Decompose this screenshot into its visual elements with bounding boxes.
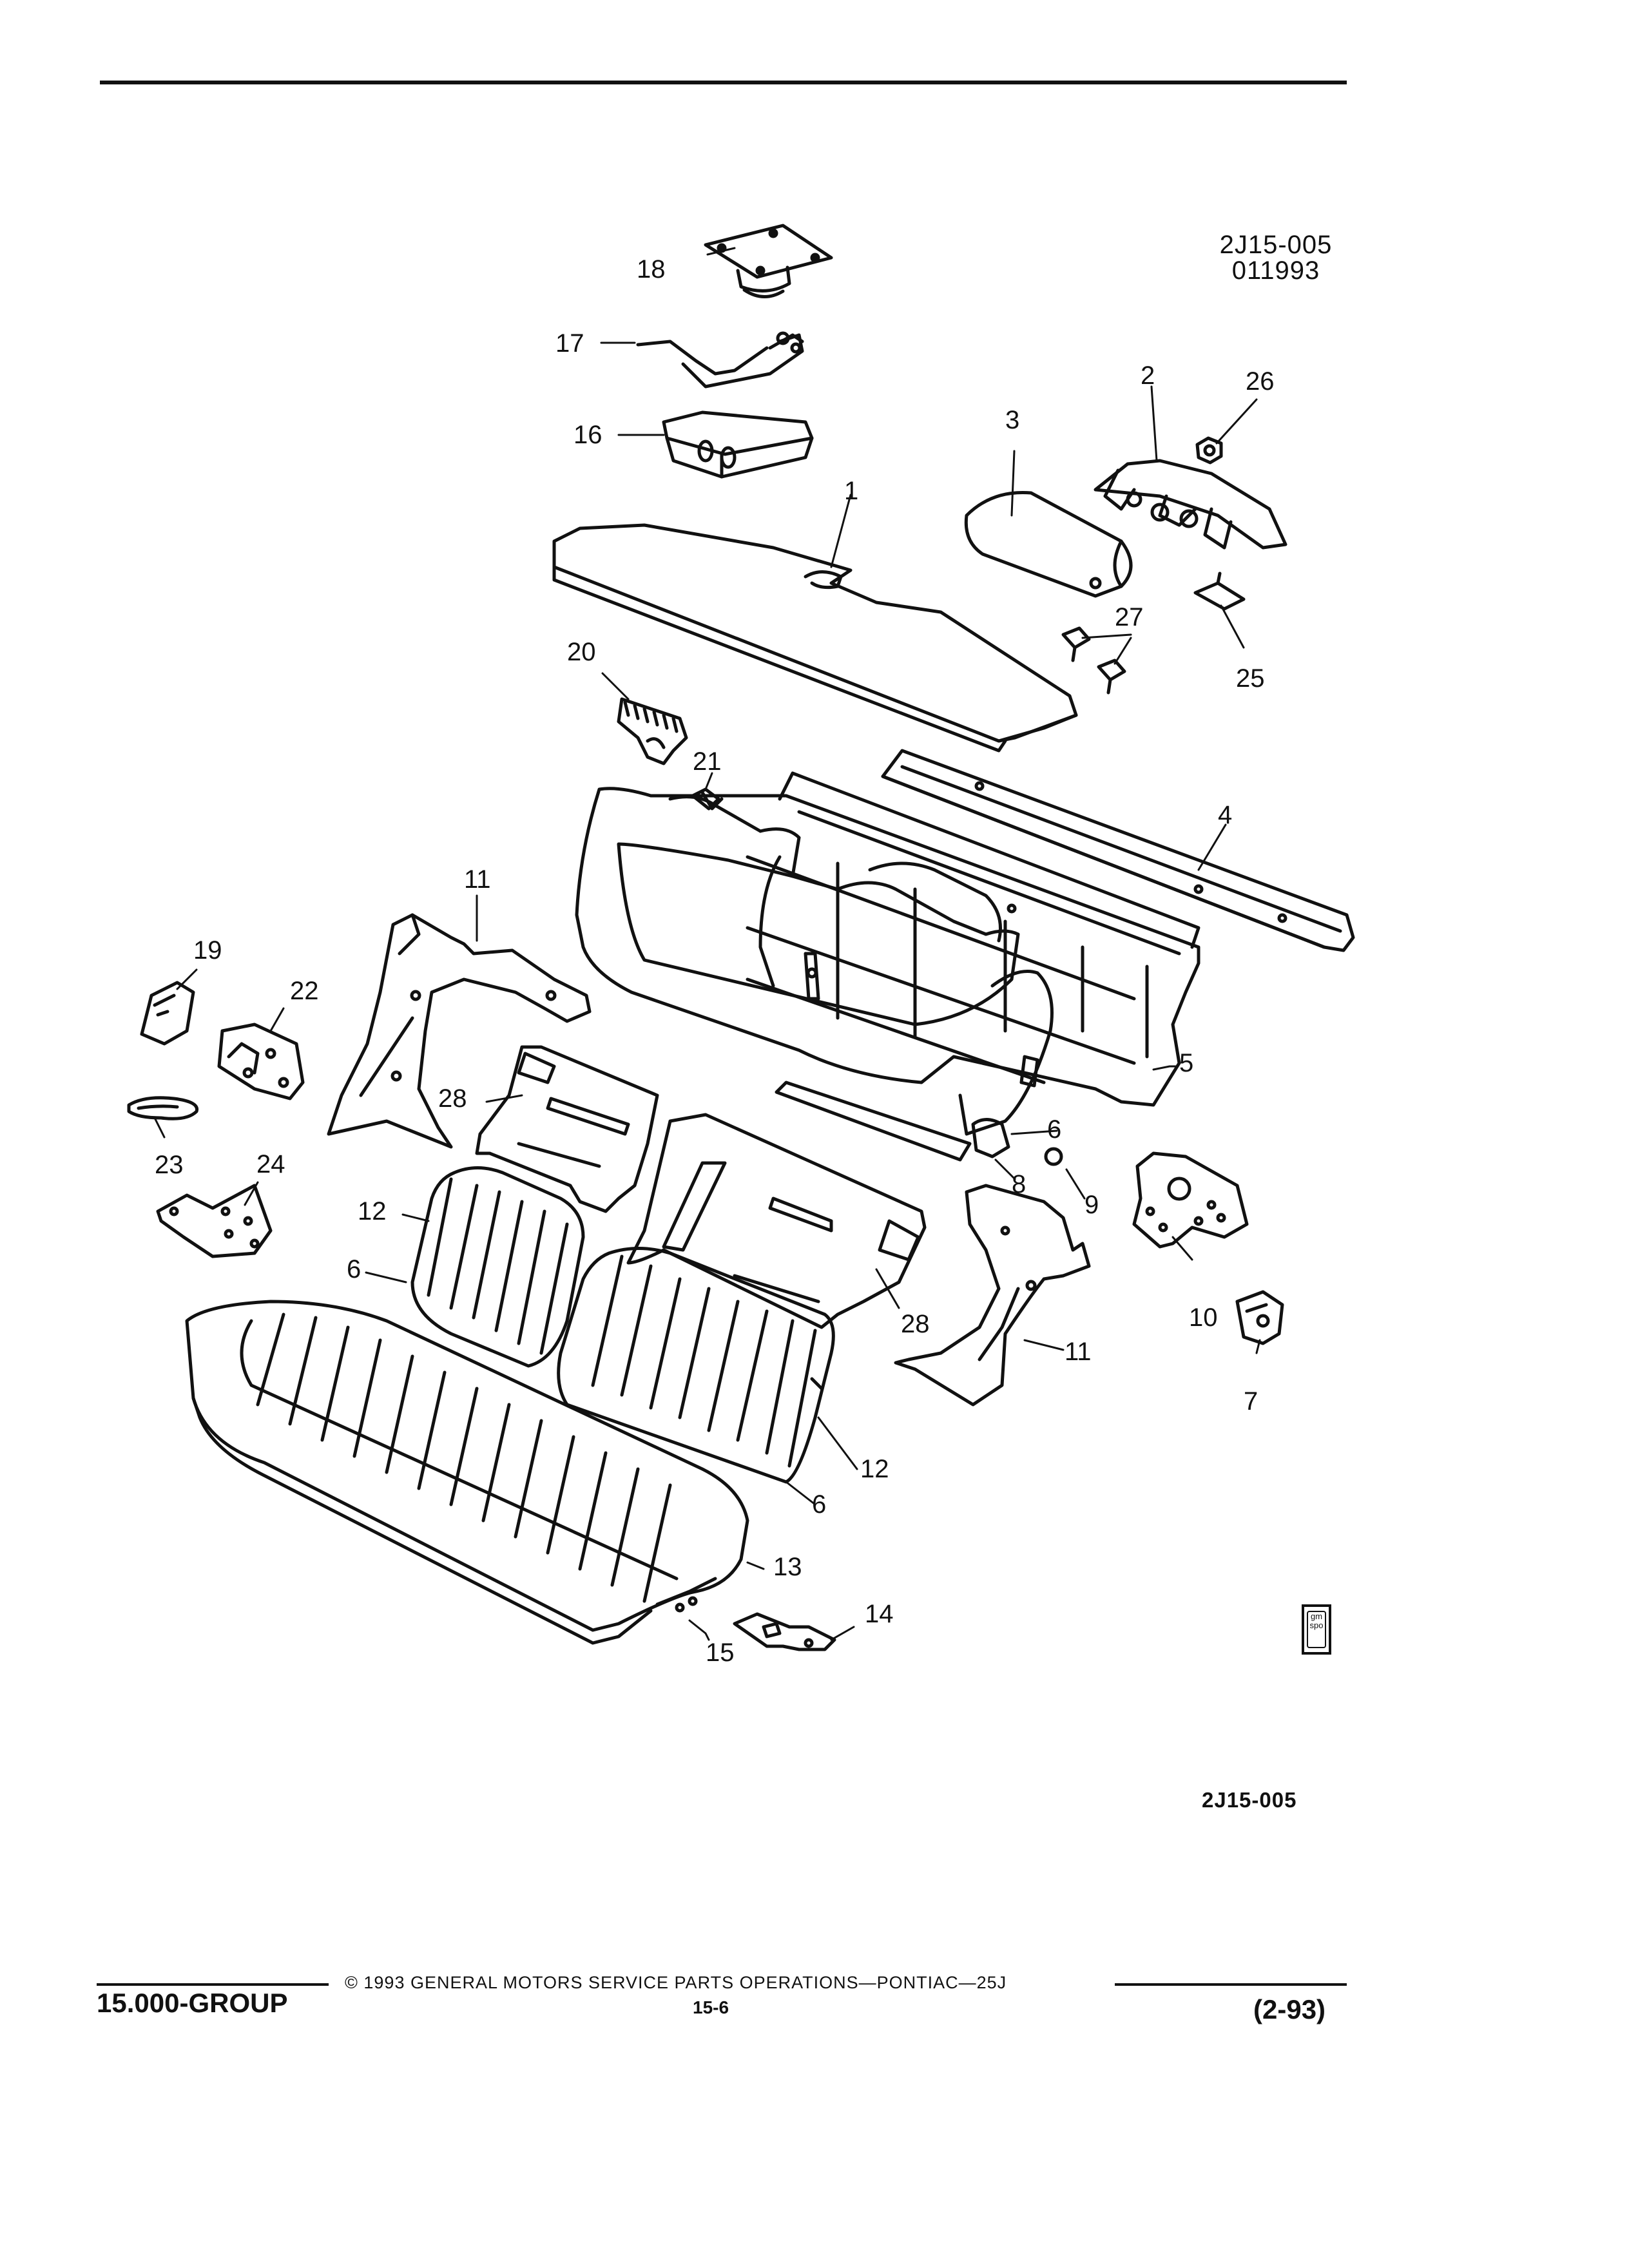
footer-page-number: 15-6 <box>693 1997 729 2017</box>
footer-rule-right <box>1115 1983 1347 1986</box>
part-21-clip <box>691 787 720 811</box>
callout-27: 27 <box>1115 603 1144 631</box>
figure-reference-code: 2J15-005 <box>1219 231 1333 259</box>
callout-2: 2 <box>1141 361 1155 390</box>
part-11-left-side-trim <box>327 913 592 1149</box>
part-10-buckle-cover <box>1235 1290 1284 1345</box>
part-13-seat-cushion <box>185 1300 749 1645</box>
callout-25: 25 <box>1236 664 1265 693</box>
callout-15: 15 <box>706 1639 735 1667</box>
callout-21: 21 <box>693 747 722 776</box>
part-11-right-side-trim <box>894 1184 1091 1407</box>
part-6-left-seat-back-cushion <box>410 1166 585 1368</box>
part-6-right-seat-back-cushion <box>557 1247 835 1484</box>
part-26-nut <box>1195 436 1223 465</box>
part-6-center-armrest <box>775 1081 1063 1166</box>
part-28-right-seat-back-panel <box>626 1113 927 1329</box>
callout-8: 9 <box>1084 1191 1099 1219</box>
part-9-hinge <box>1132 1151 1249 1249</box>
callout-7: 8 <box>1012 1170 1027 1198</box>
part-19-latch <box>217 1023 305 1100</box>
part-18-latch-cover <box>140 981 195 1046</box>
callout-4: 4 <box>1218 801 1233 829</box>
part-2-bezel <box>1094 459 1287 550</box>
callout-6-left: 6 <box>347 1255 361 1283</box>
footer-revision-date: (2-93) <box>1253 1994 1326 2024</box>
gmspo-badge: gm spo <box>1302 1604 1331 1655</box>
gmspo-badge-top-text: gm <box>1310 1611 1323 1621</box>
callout-13: 13 <box>773 1553 802 1581</box>
callout-24: 18 <box>637 255 666 284</box>
part-23-bracket <box>636 331 804 389</box>
part-4-rail <box>881 749 1355 952</box>
callout-17: 23 <box>155 1151 184 1179</box>
callout-22: 16 <box>574 421 602 449</box>
part-1-package-shelf <box>552 523 1078 753</box>
part-25-clip <box>1193 572 1246 611</box>
part-20-bracket <box>617 697 688 765</box>
callout-20: 20 <box>567 638 596 666</box>
figure-bottom-code: 2J15-005 <box>1202 1788 1297 1812</box>
part-22-storage-box <box>662 410 814 479</box>
part-14-bracket <box>733 1612 836 1651</box>
callout-16: 24 <box>256 1150 285 1178</box>
callout-19: 22 <box>290 977 319 1005</box>
callout-18: 19 <box>193 936 222 965</box>
footer-rule-left <box>97 1983 329 1986</box>
callout-1: 1 <box>844 477 859 505</box>
callout-11-right: 11 <box>1065 1338 1092 1366</box>
callout-12-left: 12 <box>358 1197 387 1225</box>
callout-26: 26 <box>1246 367 1275 396</box>
callout-11-left: 11 <box>464 865 491 894</box>
callout-9: 10 <box>1189 1303 1218 1332</box>
callout-23: 17 <box>555 329 584 358</box>
gmspo-badge-bottom-text: spo <box>1309 1620 1324 1630</box>
part-16-hinge-plate <box>156 1184 273 1258</box>
part-24-mount-pad <box>704 224 833 298</box>
callout-6-right: 6 <box>812 1490 827 1519</box>
part-3-cover <box>964 490 1133 598</box>
callout-14: 14 <box>865 1600 894 1628</box>
callout-28-left: 28 <box>438 1084 467 1113</box>
figure-reference-date: 011993 <box>1231 256 1320 285</box>
callout-3: 3 <box>1005 406 1020 434</box>
part-27-fasteners <box>1061 626 1126 695</box>
callout-10: 7 <box>1244 1387 1258 1416</box>
footer-group-label: 15.000-GROUP <box>97 1988 288 2018</box>
part-17-strap <box>127 1096 199 1120</box>
part-28-left-seat-back-panel <box>475 1045 659 1213</box>
callout-5: 5 <box>1179 1049 1194 1077</box>
part-5-seat-back-frame <box>575 771 1200 1136</box>
callout-12-right: 12 <box>860 1455 889 1483</box>
callout-28-right: 28 <box>901 1310 930 1338</box>
top-rule <box>100 81 1347 84</box>
callout-6-center: 6 <box>1047 1115 1062 1144</box>
footer-copyright: © 1993 GENERAL MOTORS SERVICE PARTS OPER… <box>345 1973 1007 1992</box>
